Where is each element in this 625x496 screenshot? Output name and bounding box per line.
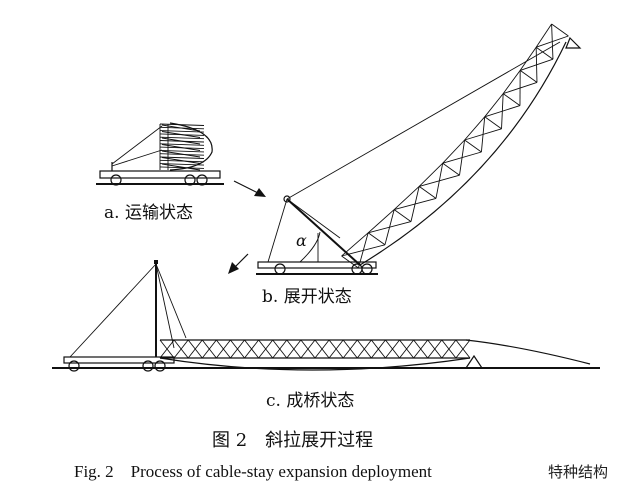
caption-cn: 图 2 斜拉展开过程 [212, 430, 373, 451]
far-support [464, 354, 484, 369]
stay-c1 [155, 263, 187, 339]
bottom-chord-b [359, 41, 567, 266]
deploying-truss [341, 23, 569, 269]
backstay-c [69, 263, 157, 358]
tip-hook-b [565, 36, 582, 49]
far-bank [465, 339, 591, 365]
wheel-a1 [110, 174, 122, 186]
stay-b-short [286, 198, 341, 239]
wheel-b2 [351, 263, 363, 275]
trailer-deck-b [257, 261, 377, 269]
label-c: c. 成桥状态 [266, 391, 354, 411]
angle-arc [299, 231, 321, 263]
wheel-b1 [274, 263, 286, 275]
arrow-a-to-b [233, 180, 266, 197]
stage-c-completed: c. 成桥状态 [52, 260, 600, 411]
angle-alpha-label: α [296, 231, 307, 250]
trailer-deck-a [99, 170, 221, 179]
folded-truss-stack [159, 123, 205, 171]
stay-c2 [155, 263, 175, 349]
backstay-b [267, 198, 288, 263]
wheel-c2 [142, 360, 154, 372]
stay-a2 [111, 149, 163, 167]
stay-b-long [286, 41, 561, 200]
wheel-c3 [154, 360, 166, 372]
wheel-b3 [361, 263, 373, 275]
label-b: b. 展开状态 [262, 287, 352, 307]
label-a: a. 运输状态 [104, 203, 193, 223]
stay-a1 [111, 125, 163, 165]
caption-en: Fig. 2 Process of cable-stay expansion d… [74, 462, 432, 481]
bridge-truss [159, 339, 471, 359]
wheel-a2 [184, 174, 196, 186]
wheel-a3 [196, 174, 208, 186]
arrow-b-to-c [228, 253, 249, 274]
mast-top-b [283, 195, 291, 203]
stage-a-transport: a. 运输状态 [96, 122, 224, 223]
watermark-bg [538, 460, 610, 482]
wheel-c1 [68, 360, 80, 372]
bottom-chord-c [159, 357, 471, 371]
curved-cable-a [169, 122, 213, 171]
watermark: 特种结构 [548, 463, 608, 481]
stage-b-deploying: α b. 展开状态 [256, 23, 582, 307]
